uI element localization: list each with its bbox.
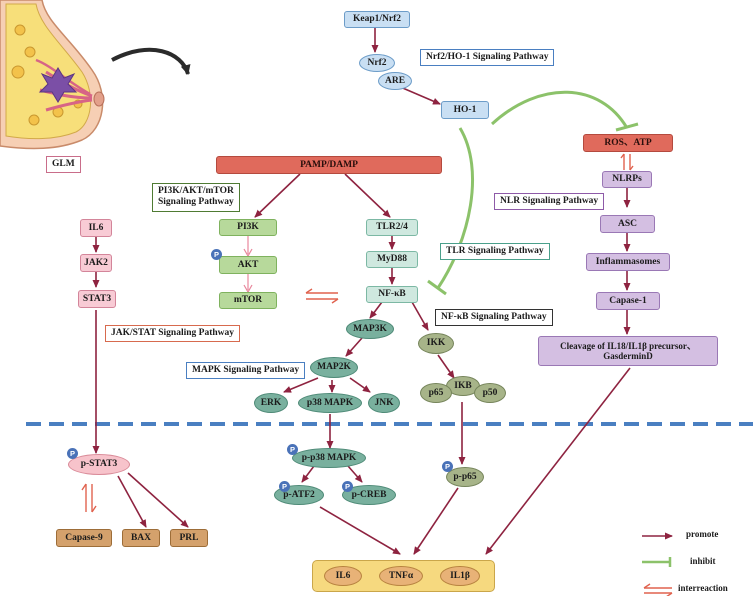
breast-illustration [0,0,105,150]
mapk-pathway-label: MAPK Signaling Pathway [186,362,306,380]
out-il6-node: IL6 [324,566,362,586]
patf2-phospho-icon: P [279,481,290,492]
nlr-pathway-label: NLR Signaling Pathway [494,193,605,211]
ikk-node: IKK [418,333,454,354]
pamp-damp-node: PAMP/DAMP [216,156,442,174]
pi3k-pathway-label: PI3K/AKT/mTOR Signaling Pathway [152,183,240,212]
nrf2-node: Nrf2 [359,54,395,72]
map2k-node: MAP2K [310,357,358,378]
pcreb-phospho-icon: P [342,481,353,492]
akt-node: AKT [219,256,277,274]
stat3-node: STAT3 [78,290,116,308]
keap1-nrf2-node: Keap1/Nrf2 [344,11,410,28]
out-tnf-node: TNFα [379,566,423,586]
mtor-node: mTOR [219,292,277,309]
cleavage-line1: Cleavage of IL18/IL1β precursor、 [560,340,696,351]
nrf2-pathway-label: Nrf2/HO-1 Signaling Pathway [420,49,555,67]
bax-node: BAX [122,529,160,547]
glm-label: GLM [46,156,81,174]
pcreb-node: p-CREB [342,485,396,505]
cleavage-line2: GasderminD [603,351,653,361]
myd88-node: MyD88 [366,251,418,268]
jakstat-pathway-label: JAK/STAT Signaling Pathway [105,325,241,343]
pi3k-pathway-label-line2: Signaling Pathway [158,197,234,208]
jnk-node: JNK [368,393,400,413]
legend-interreaction: interreaction [678,583,728,593]
nfkb-node: NF-κB [366,286,418,303]
cleavage-node: Cleavage of IL18/IL1β precursor、 Gasderm… [538,336,718,366]
ros-atp-node: ROS、ATP [583,134,673,152]
akt-phospho-icon: P [211,249,222,260]
map3k-node: MAP3K [346,319,394,339]
inhibit-ho1-ros [490,90,629,129]
p50-node: p50 [474,383,506,403]
asc-node: ASC [600,215,655,233]
out-il1b-node: IL1β [440,566,480,586]
prl-node: PRL [170,529,208,547]
pstat3-phospho-icon: P [67,448,78,459]
tlr-pathway-label: TLR Signaling Pathway [440,243,550,261]
nlrps-node: NLRPs [602,171,652,188]
pp65-phospho-icon: P [442,461,453,472]
pp38-node: p-p38 MAPK [292,448,366,468]
pstat3-node: p-STAT3 [68,454,130,475]
are-node: ARE [378,72,412,90]
erk-node: ERK [254,393,288,413]
curved-arrow [111,47,191,75]
nfkb-pathway-label: NF-κB Signaling Pathway [435,309,553,327]
p38-node: p38 MAPK [298,393,362,413]
il6-node: IL6 [80,219,112,237]
ho1-node: HO-1 [441,101,489,119]
jak2-node: JAK2 [80,254,112,272]
capase1-node: Capase-1 [596,292,660,310]
inhibit-ho1-nfkb [436,127,475,289]
legend-promote: promote [686,529,719,539]
pp65-node: p-p65 [446,467,484,487]
pp38-phospho-icon: P [287,444,298,455]
pi3k-node: PI3K [219,219,277,236]
legend-inhibit: inhibit [690,556,716,566]
inflammasomes-node: Inflammasomes [586,253,670,271]
tlr24-node: TLR2/4 [366,219,418,236]
capase9-node: Capase-9 [56,529,112,547]
p65-node: p65 [420,383,452,403]
pi3k-pathway-label-line1: PI3K/AKT/mTOR [158,186,234,196]
interreaction-arrows [81,153,673,596]
